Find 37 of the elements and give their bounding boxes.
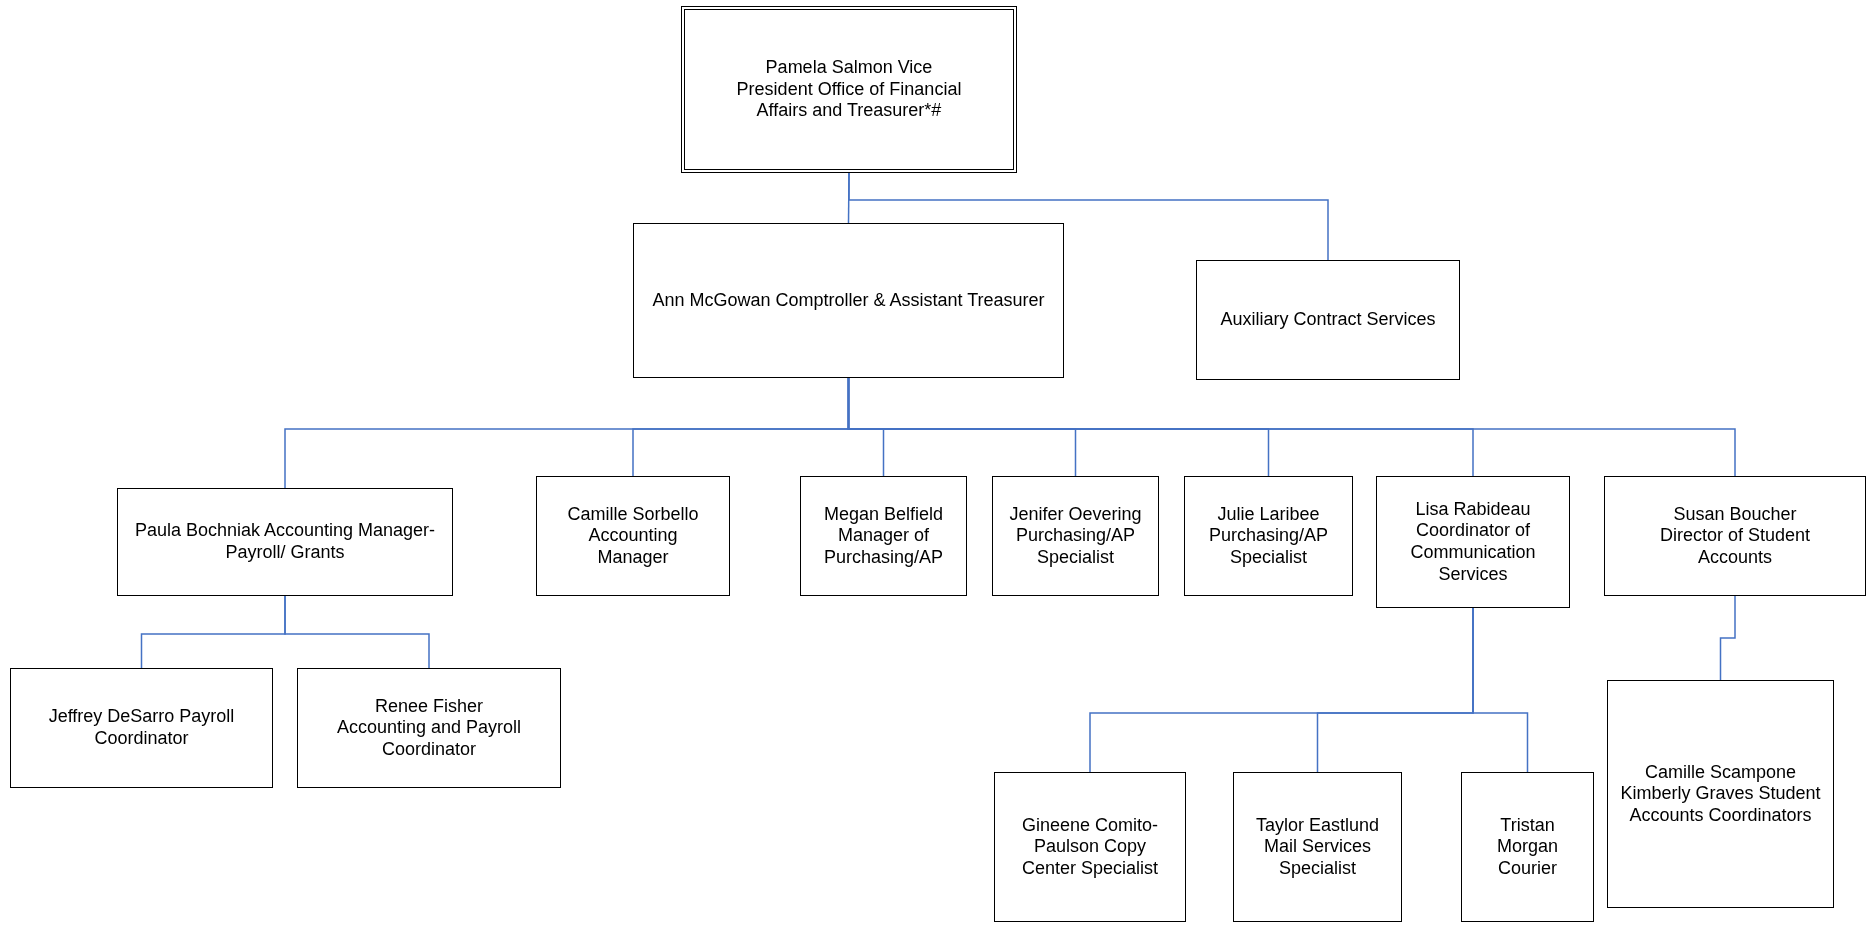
position-box <box>1607 680 1834 908</box>
position-title: Paula Bochniak Accounting Manager-Payroll/ Grants <box>133 520 437 564</box>
position-box <box>1376 476 1570 608</box>
position-title: Gineene Comito-Paulson Copy Center Specialist <box>1020 814 1160 880</box>
connector-line <box>284 595 430 669</box>
position-title: Jeffrey DeSarro Payroll Coordinator <box>47 706 236 750</box>
position-title: Julie Laribee Purchasing/AP Specialist <box>1207 503 1330 569</box>
position-box <box>117 488 453 596</box>
position-title: Auxiliary Contract Services <box>1220 309 1436 331</box>
position-box <box>633 223 1064 378</box>
position-title: Renee Fisher Accounting and Payroll Coordinator <box>335 695 523 761</box>
position-title: Pamela Salmon Vice President Office of Financial Affairs and Treasurer*# <box>735 57 963 122</box>
position-title: Susan Boucher Director of Student Accounts <box>1658 503 1812 569</box>
position-box <box>536 476 730 596</box>
connector-line <box>1719 595 1736 681</box>
connector-line <box>1472 607 1529 773</box>
position-title: Jenifer Oevering Purchasing/AP Specialist <box>1008 503 1143 569</box>
connector-line <box>847 377 1736 477</box>
position-box <box>1604 476 1866 596</box>
position-title: Tristan Morgan Courier <box>1496 814 1559 880</box>
position-box <box>1184 476 1353 596</box>
position-title: Ann McGowan Comptroller & Assistant Treasurer <box>652 289 1045 312</box>
position-box <box>992 476 1159 596</box>
position-title: Taylor Eastlund Mail Services Specialist <box>1254 814 1381 880</box>
position-box <box>1461 772 1594 922</box>
connector-line <box>848 172 1329 261</box>
position-title: Megan Belfield Manager of Purchasing/AP <box>822 503 945 569</box>
position-title: Camille Scampone Kimberly Graves Student Accounts Coordinators <box>1619 761 1822 827</box>
position-box <box>994 772 1186 922</box>
position-box <box>297 668 561 788</box>
position-box <box>1233 772 1402 922</box>
position-box <box>1196 260 1460 380</box>
position-box <box>10 668 273 788</box>
position-box <box>800 476 967 596</box>
position-box <box>681 6 1017 173</box>
position-title: Lisa Rabideau Coordinator of Communication Services <box>1409 498 1537 586</box>
position-title: Camille Sorbello Accounting Manager <box>566 503 700 569</box>
